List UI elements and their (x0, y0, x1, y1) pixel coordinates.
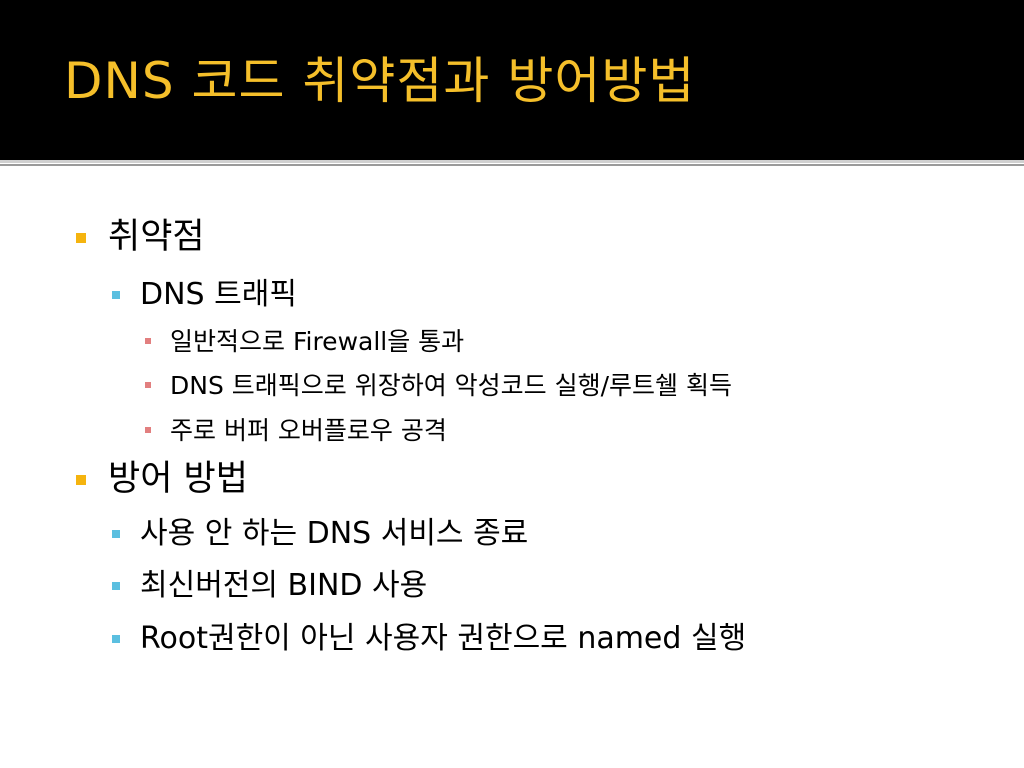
square-bullet-icon (145, 427, 151, 433)
bullet-passes-firewall: 일반적으로 Firewall을 통과 (145, 327, 465, 356)
bullet-text: 일반적으로 Firewall을 통과 (170, 327, 465, 356)
bullet-text: 취약점 (108, 217, 205, 257)
bullet-disguised-malware: DNS 트래픽으로 위장하여 악성코드 실행/루트쉘 획득 (145, 371, 732, 400)
bullet-run-named-non-root: Root권한이 아닌 사용자 권한으로 named 실행 (112, 621, 747, 656)
square-bullet-icon (76, 233, 86, 243)
bullet-vulnerabilities: 취약점 (76, 217, 205, 257)
square-bullet-icon (145, 338, 151, 344)
bullet-text: 주로 버퍼 오버플로우 공격 (170, 416, 447, 445)
bullet-disable-dns-service: 사용 안 하는 DNS 서비스 종료 (112, 516, 529, 551)
square-bullet-icon (76, 475, 86, 485)
bullet-text: 방어 방법 (108, 459, 248, 499)
bullet-latest-bind: 최신버전의 BIND 사용 (112, 568, 428, 603)
bullet-text: Root권한이 아닌 사용자 권한으로 named 실행 (140, 621, 747, 656)
square-bullet-icon (112, 582, 120, 590)
bullet-defense-methods: 방어 방법 (76, 459, 248, 499)
bullet-dns-traffic: DNS 트래픽 (112, 277, 297, 312)
slide-title: DNS 코드 취약점과 방어방법 (64, 52, 696, 110)
title-band: DNS 코드 취약점과 방어방법 (0, 0, 1024, 160)
bullet-text: 최신버전의 BIND 사용 (140, 568, 428, 603)
title-divider-light (0, 160, 1024, 163)
bullet-text: DNS 트래픽으로 위장하여 악성코드 실행/루트쉘 획득 (170, 371, 732, 400)
square-bullet-icon (112, 291, 120, 299)
square-bullet-icon (145, 382, 151, 388)
title-divider (0, 164, 1024, 166)
bullet-buffer-overflow: 주로 버퍼 오버플로우 공격 (145, 416, 447, 445)
square-bullet-icon (112, 530, 120, 538)
square-bullet-icon (112, 635, 120, 643)
bullet-text: DNS 트래픽 (140, 277, 297, 312)
bullet-text: 사용 안 하는 DNS 서비스 종료 (140, 516, 529, 551)
